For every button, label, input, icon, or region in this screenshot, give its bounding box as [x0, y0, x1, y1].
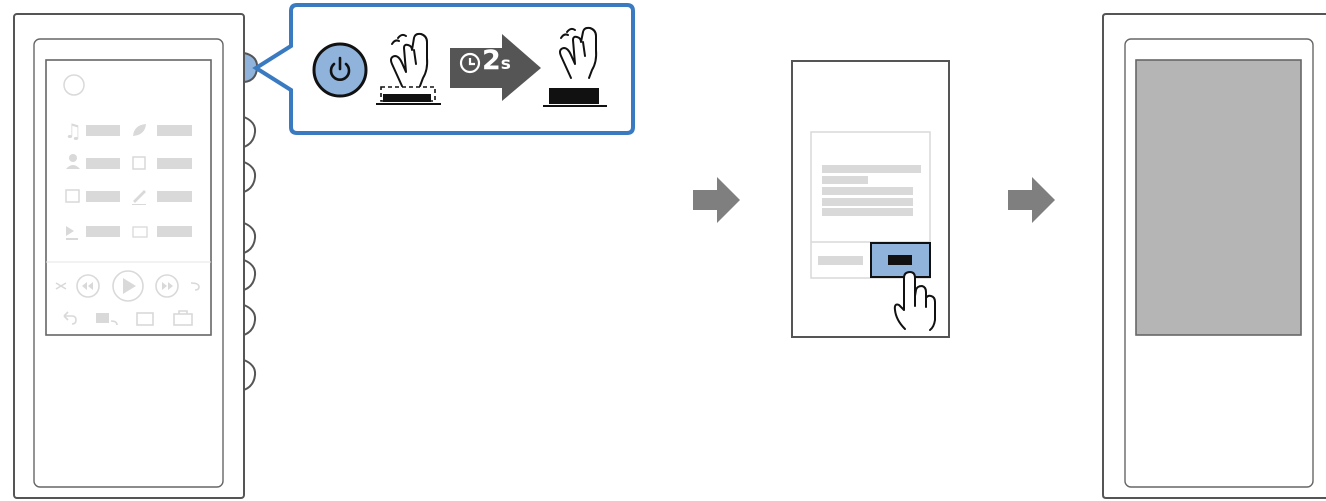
hold-duration-unit: s: [500, 54, 511, 74]
back-icon: [63, 311, 77, 325]
side-button-6[interactable]: [243, 303, 257, 337]
video-icon: [96, 313, 109, 323]
power-callout: [252, 3, 635, 135]
screen-off: [1135, 59, 1302, 336]
toolbox-icon: [173, 313, 193, 326]
dialog-text-lines: [822, 165, 921, 216]
button-pressed: [383, 94, 431, 102]
hold-duration-label: 2s: [482, 46, 511, 79]
pen-icon: [132, 190, 146, 205]
side-button-7[interactable]: [243, 358, 257, 392]
side-buttons: [243, 51, 259, 392]
power-icon: [312, 42, 368, 98]
hd-icon: [132, 226, 148, 238]
player-device-off: [1102, 13, 1326, 499]
player-device: ♫: [13, 13, 259, 499]
hold-duration-value: 2: [482, 45, 501, 76]
music-note-icon: ♫: [64, 119, 82, 143]
ghost-home-screen: ♫: [63, 74, 192, 240]
press-hand-icon: [390, 32, 429, 87]
clock-icon: [459, 52, 481, 74]
shuffle-icon: [55, 282, 67, 290]
release-hand-icon: [559, 26, 598, 79]
side-button-5[interactable]: [243, 258, 257, 292]
hold-timer-arrow: [450, 34, 541, 101]
leaf-icon: [133, 124, 146, 136]
repeat-icon: [190, 282, 200, 291]
side-button-4[interactable]: [243, 221, 257, 255]
dialog-cancel-button[interactable]: [818, 256, 863, 265]
step-arrow-2: [1008, 177, 1055, 223]
play-icon: [112, 270, 144, 302]
podcast-icon: [132, 156, 146, 170]
side-button-2[interactable]: [243, 115, 257, 149]
playlist-icon: [66, 226, 78, 240]
dialog-ok-button[interactable]: [870, 242, 931, 278]
keyboard-icon: [136, 312, 154, 326]
confirm-screen: [791, 60, 950, 338]
tap-hand-icon: [893, 271, 936, 331]
button-released: [549, 88, 599, 104]
next-icon: [155, 274, 179, 298]
screen-indicator: [63, 74, 85, 96]
ghost-controls: [55, 270, 200, 326]
person-icon: [66, 154, 80, 169]
side-button-3[interactable]: [243, 160, 257, 194]
previous-icon: [76, 274, 100, 298]
callout-bubble: [252, 3, 635, 135]
calendar-icon: [65, 189, 80, 203]
step-arrow-1: [693, 177, 740, 223]
